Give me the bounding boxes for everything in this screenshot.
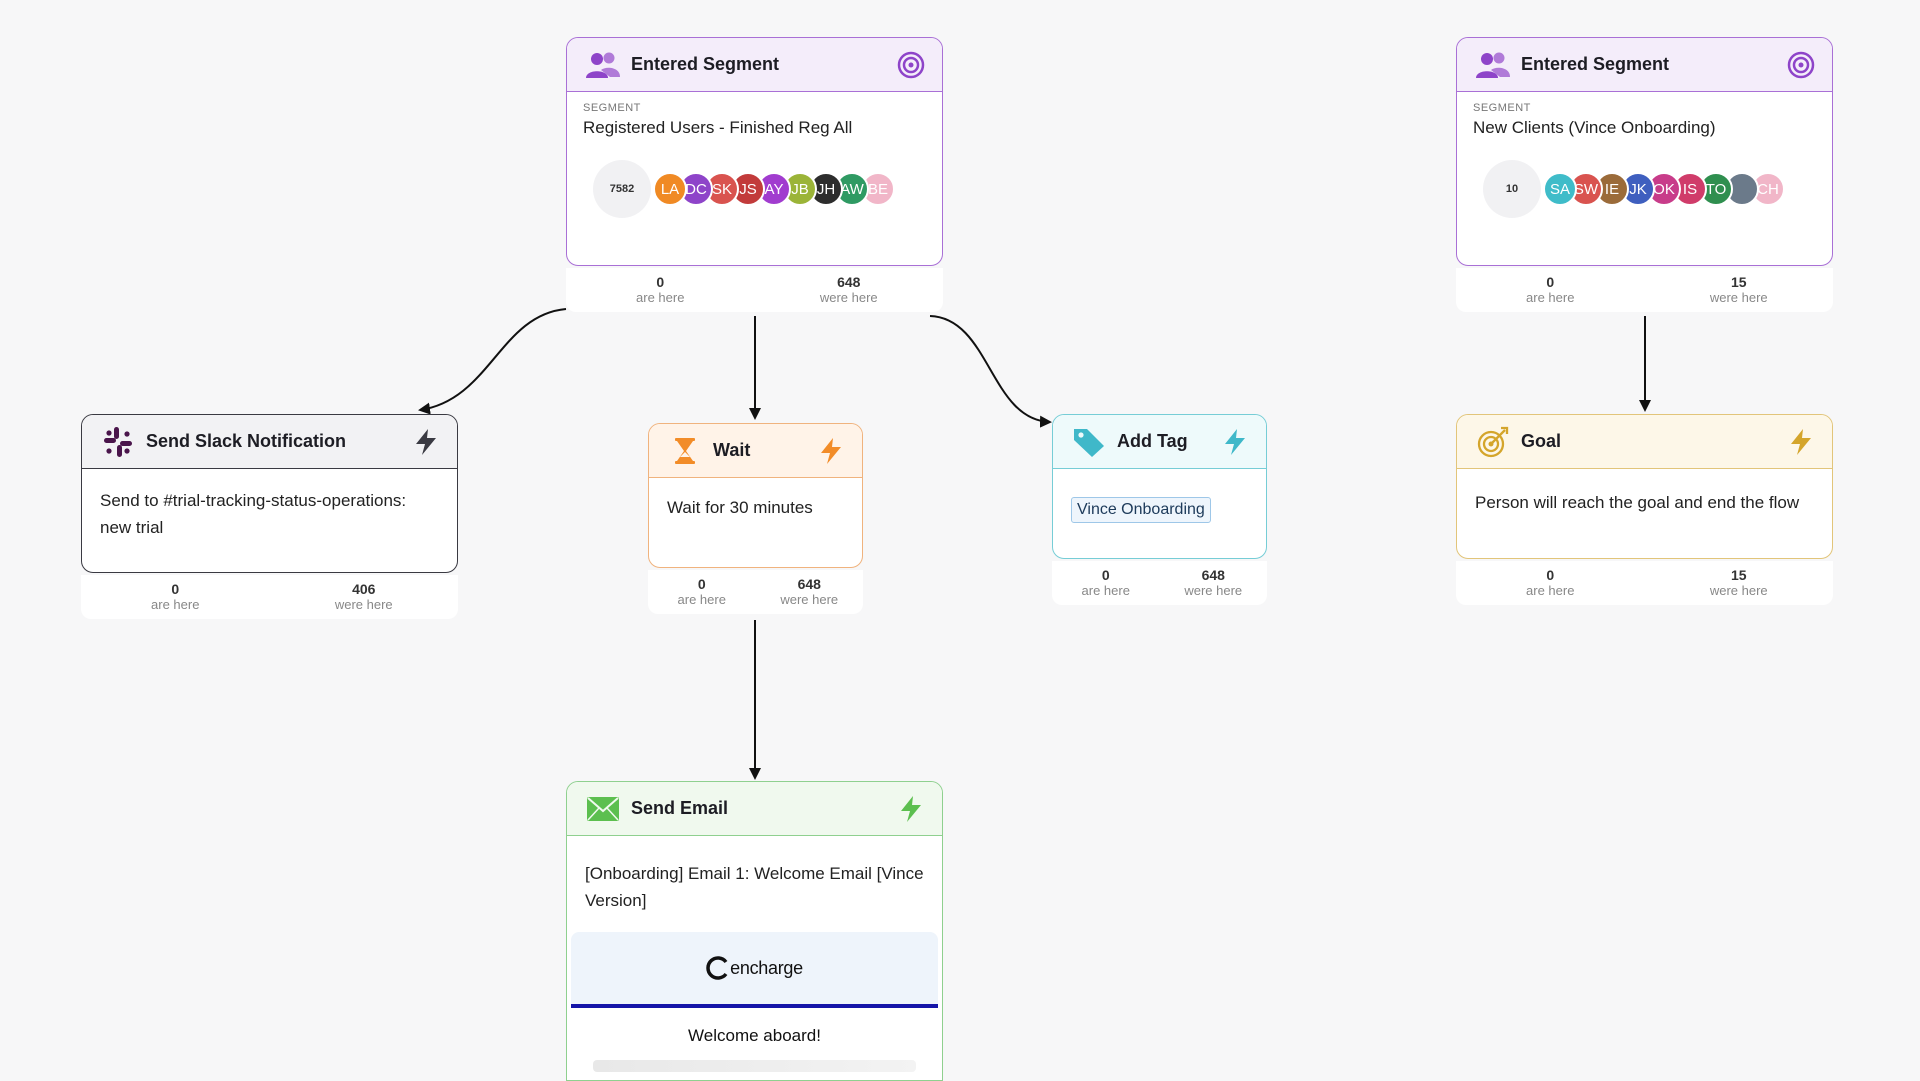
segment-name: New Clients (Vince Onboarding) [1473, 118, 1716, 137]
bolt-icon[interactable] [896, 794, 926, 824]
node-body: Vince Onboarding [1053, 469, 1266, 541]
envelope-icon [585, 791, 621, 827]
node-header: Add Tag [1053, 415, 1266, 469]
node-title: Wait [713, 440, 751, 460]
node-body: Send to #trial-tracking-status-operation… [100, 491, 407, 537]
logo-text: encharge [730, 957, 803, 978]
avatar[interactable]: SK [705, 172, 739, 206]
target-icon[interactable] [1786, 50, 1816, 80]
wait-node[interactable]: Wait Wait for 30 minutes [648, 423, 863, 568]
avatar[interactable]: LA [653, 172, 687, 206]
node-title: Send Email [631, 798, 729, 818]
send-slack-notification-node[interactable]: Send Slack Notification Send to #trial-t… [81, 414, 458, 573]
node-header: Entered Segment [1457, 38, 1832, 92]
node-header: Goal [1457, 415, 1832, 469]
logo-c-icon [706, 956, 728, 980]
connector-segment1-to-tag [929, 315, 1052, 428]
bolt-icon[interactable] [816, 436, 846, 466]
hourglass-icon [667, 433, 703, 469]
node-header: Entered Segment [567, 38, 942, 92]
segment-label: SEGMENT [1473, 102, 1531, 114]
tag-icon [1071, 424, 1107, 460]
node-body: Person will reach the goal and end the f… [1475, 493, 1800, 512]
node-body: Wait for 30 minutes [667, 498, 813, 517]
bolt-icon[interactable] [411, 427, 441, 457]
bolt-icon[interactable] [1220, 427, 1250, 457]
entered-segment-node-1[interactable]: Entered Segment SEGMENT Registered Users… [566, 37, 943, 266]
node-header: Wait [649, 424, 862, 478]
target-icon[interactable] [896, 50, 926, 80]
tag-chip: Vince Onboarding [1071, 497, 1211, 523]
segment-name: Registered Users - Finished Reg All [583, 118, 853, 137]
email-preview-heading: Welcome aboard! [688, 1026, 821, 1045]
node-body: [Onboarding] Email 1: Welcome Email [Vin… [585, 864, 924, 910]
email-preview-text-line [593, 1060, 916, 1072]
node-header: Send Email [567, 782, 942, 836]
member-count: 7582 [593, 160, 651, 218]
node-title: Goal [1521, 431, 1562, 451]
avatar[interactable]: SA [1543, 172, 1577, 206]
encharge-logo: encharge [706, 956, 803, 980]
entered-segment-node-2[interactable]: Entered Segment SEGMENT New Clients (Vin… [1456, 37, 1833, 266]
send-email-node[interactable]: Send Email [Onboarding] Email 1: Welcome… [566, 781, 943, 1081]
avatar[interactable]: DC [679, 172, 713, 206]
users-icon [1475, 47, 1511, 83]
avatar[interactable]: AW [835, 172, 869, 206]
avatar[interactable]: SW [1569, 172, 1603, 206]
node-header: Send Slack Notification [82, 415, 457, 469]
add-tag-node[interactable]: Add Tag Vince Onboarding [1052, 414, 1267, 559]
segment-label: SEGMENT [583, 102, 641, 114]
goal-target-icon [1475, 424, 1511, 460]
slack-icon [100, 424, 136, 460]
node-title: Add Tag [1117, 431, 1188, 451]
member-count: 10 [1483, 160, 1541, 218]
node-title: Entered Segment [1521, 54, 1670, 74]
users-icon [585, 47, 621, 83]
bolt-icon[interactable] [1786, 427, 1816, 457]
node-title: Send Slack Notification [146, 431, 347, 451]
goal-node[interactable]: Goal Person will reach the goal and end … [1456, 414, 1833, 559]
node-title: Entered Segment [631, 54, 780, 74]
connector-segment1-to-slack [418, 308, 567, 415]
email-preview-header: encharge [571, 932, 938, 1008]
